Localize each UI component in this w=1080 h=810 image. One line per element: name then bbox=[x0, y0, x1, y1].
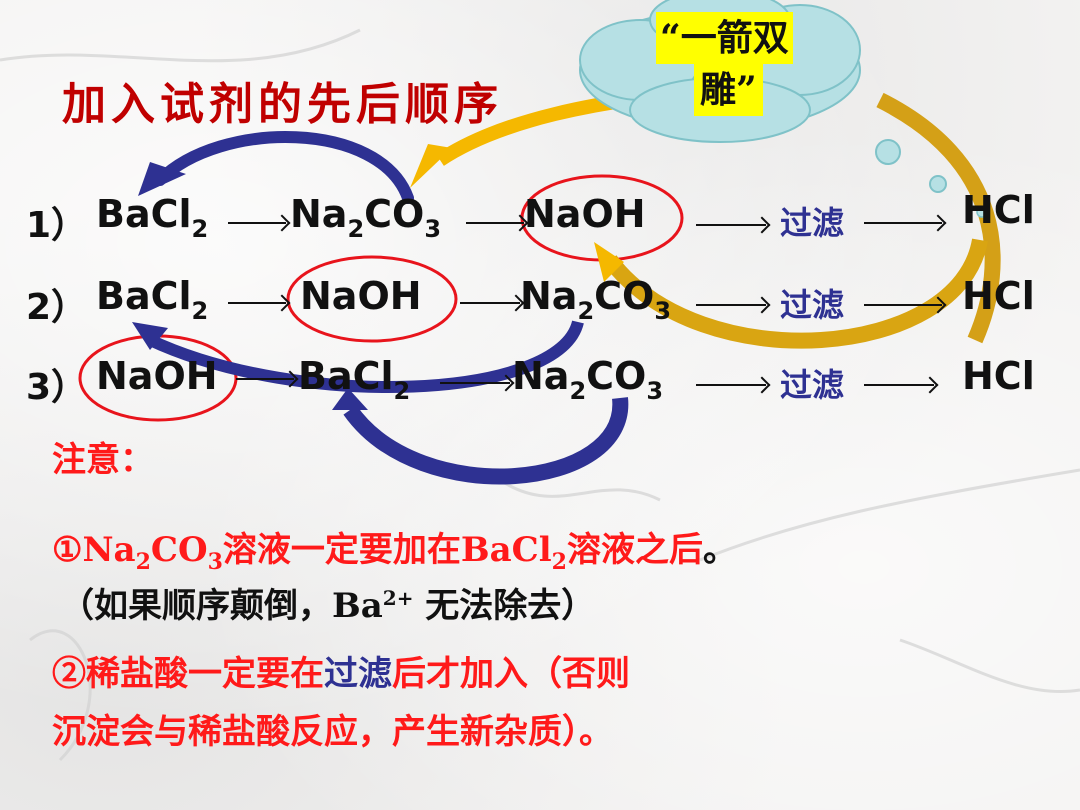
filter-step: 过滤 bbox=[780, 286, 845, 324]
reagent-naoh: NaOH bbox=[524, 192, 646, 236]
arrow-icon bbox=[696, 224, 766, 226]
arrow-icon bbox=[864, 384, 934, 386]
filter-step: 过滤 bbox=[780, 204, 845, 242]
arrow-icon bbox=[460, 302, 520, 304]
filter-step: 过滤 bbox=[780, 366, 845, 404]
reagent-naoh: NaOH bbox=[300, 274, 422, 318]
sequence-label-2: 2） bbox=[26, 287, 88, 328]
callout-line1: “一箭双 bbox=[656, 12, 793, 64]
note-1-explanation: （如果顺序颠倒，Ba2+ 无法除去） bbox=[60, 586, 596, 626]
reagent-na2co3: Na2CO3 bbox=[512, 354, 664, 405]
notes-heading: 注意： bbox=[52, 440, 154, 480]
note-2: ②稀盐酸一定要在过滤后才加入（否则 bbox=[52, 654, 630, 694]
sequence-label-1: 1） bbox=[26, 205, 88, 246]
callout-line2: 雕” bbox=[694, 64, 763, 116]
reagent-naoh: NaOH bbox=[96, 354, 218, 398]
arrow-icon bbox=[228, 302, 286, 304]
arrow-icon bbox=[466, 222, 524, 224]
reagent-bacl2: BaCl2 bbox=[96, 192, 209, 243]
arrow-icon bbox=[864, 222, 942, 224]
note-1: ①Na2CO3溶液一定要加在BaCl2溶液之后。 bbox=[52, 530, 737, 575]
slide-title: 加入试剂的先后顺序 bbox=[62, 79, 503, 130]
reagent-hcl: HCl bbox=[962, 188, 1035, 232]
reagent-na2co3: Na2CO3 bbox=[290, 192, 442, 243]
note-2-line2: 沉淀会与稀盐酸反应，产生新杂质）。 bbox=[52, 712, 613, 752]
arrow-icon bbox=[696, 384, 766, 386]
arrow-icon bbox=[228, 222, 286, 224]
reagent-bacl2: BaCl2 bbox=[298, 354, 411, 405]
arrow-icon bbox=[440, 382, 510, 384]
reagent-na2co3: Na2CO3 bbox=[520, 274, 672, 325]
reagent-hcl: HCl bbox=[962, 274, 1035, 318]
arrow-icon bbox=[696, 304, 766, 306]
reagent-bacl2: BaCl2 bbox=[96, 274, 209, 325]
arrow-icon bbox=[864, 304, 942, 306]
arrow-icon bbox=[236, 378, 294, 380]
sequence-label-3: 3） bbox=[26, 367, 88, 408]
reagent-hcl: HCl bbox=[962, 354, 1035, 398]
